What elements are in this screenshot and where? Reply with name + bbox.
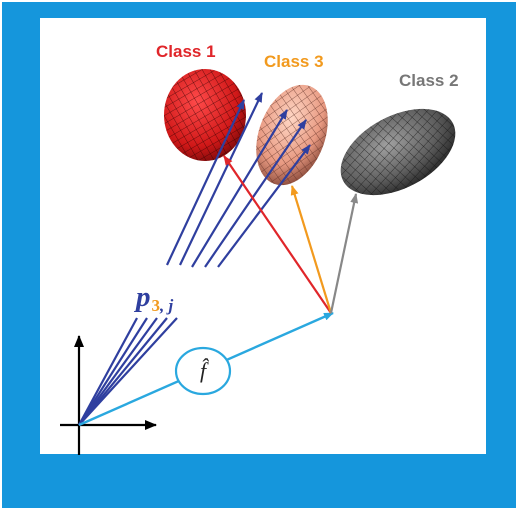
f-hat-arrow [78,311,334,427]
class3-label: Class 3 [264,52,324,71]
p-vector-bundle-lower [78,317,178,426]
p-subscript-3: 3 [151,296,161,315]
p-subscript-j: , j [160,296,174,315]
class3-ellipsoid [256,84,328,186]
class3-arrow [290,185,333,314]
class1-label: Class 1 [156,42,216,61]
class2-ellipsoid [340,108,456,196]
class1-arrow [223,155,332,314]
p-vector-bundle-upper [166,92,311,268]
class1-ellipsoid [164,69,246,161]
p-vector-label: p3, j [136,281,174,315]
f-hat-circle [174,346,232,396]
class2-arrow [329,193,359,314]
coordinate-axes [60,335,157,455]
f-hat-label: f̂ [199,358,207,383]
p-symbol: p [136,281,151,313]
class2-label: Class 2 [399,71,459,90]
